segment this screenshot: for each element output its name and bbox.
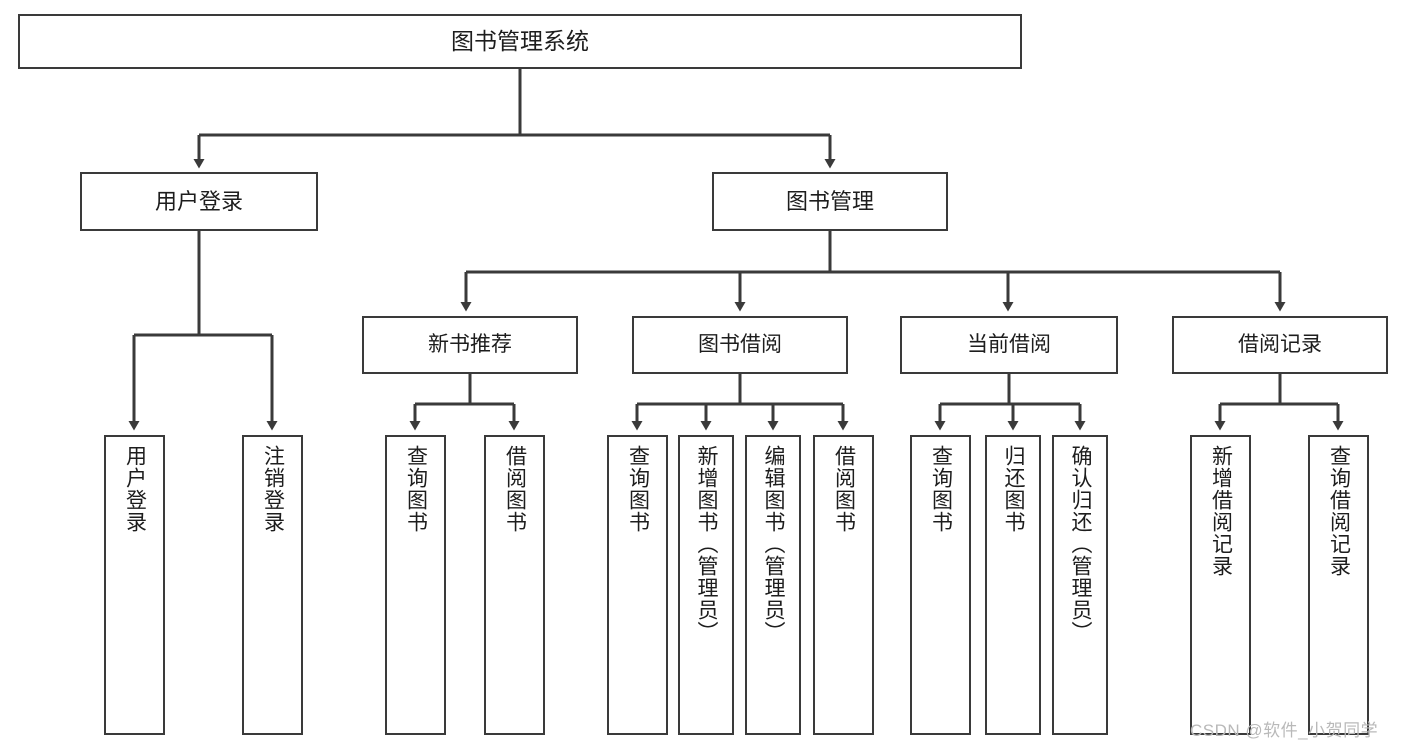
leaf-node[interactable]: 编辑图书（管理员）: [745, 435, 801, 735]
leaf-node[interactable]: 借阅图书: [813, 435, 874, 735]
leaf-node[interactable]: 注销登录: [242, 435, 303, 735]
leaf-label: 查询图书: [929, 445, 953, 533]
leaf-node[interactable]: 归还图书: [985, 435, 1041, 735]
leaf-label: 新增图书（管理员）: [695, 445, 719, 643]
leaf-node[interactable]: 新增图书（管理员）: [678, 435, 734, 735]
leaf-node[interactable]: 查询图书: [385, 435, 446, 735]
leaf-label: 新增借阅记录: [1209, 445, 1233, 577]
node-new-book-recommendation-label: 新书推荐: [428, 332, 512, 356]
leaf-label: 用户登录: [123, 445, 147, 533]
node-root[interactable]: 图书管理系统: [18, 14, 1022, 69]
leaf-label: 确认归还（管理员）: [1069, 445, 1093, 643]
leaf-node[interactable]: 确认归还（管理员）: [1052, 435, 1108, 735]
leaf-label: 查询借阅记录: [1327, 445, 1351, 577]
leaf-label: 查询图书: [404, 445, 428, 533]
node-borrow-records[interactable]: 借阅记录: [1172, 316, 1388, 374]
leaf-node[interactable]: 查询图书: [910, 435, 971, 735]
leaf-label: 查询图书: [626, 445, 650, 533]
watermark: CSDN @软件_小贺同学: [1190, 721, 1379, 740]
node-root-label: 图书管理系统: [451, 27, 589, 54]
node-book-management[interactable]: 图书管理: [712, 172, 948, 231]
node-new-book-recommendation[interactable]: 新书推荐: [362, 316, 578, 374]
leaf-label: 借阅图书: [832, 445, 856, 533]
leaf-label: 借阅图书: [503, 445, 527, 533]
node-current-borrowing-label: 当前借阅: [967, 332, 1051, 356]
leaf-node[interactable]: 用户登录: [104, 435, 165, 735]
node-borrow-records-label: 借阅记录: [1238, 332, 1322, 356]
leaf-label: 归还图书: [1002, 445, 1026, 533]
leaf-label: 注销登录: [261, 445, 285, 533]
leaf-node[interactable]: 查询图书: [607, 435, 668, 735]
leaf-node[interactable]: 新增借阅记录: [1190, 435, 1251, 735]
node-book-borrowing[interactable]: 图书借阅: [632, 316, 848, 374]
leaf-node[interactable]: 借阅图书: [484, 435, 545, 735]
node-current-borrowing[interactable]: 当前借阅: [900, 316, 1118, 374]
node-user-login[interactable]: 用户登录: [80, 172, 318, 231]
node-user-login-label: 用户登录: [154, 188, 243, 214]
node-book-borrowing-label: 图书借阅: [698, 332, 782, 356]
leaf-label: 编辑图书（管理员）: [762, 445, 786, 643]
node-book-management-label: 图书管理: [785, 188, 874, 214]
leaf-node[interactable]: 查询借阅记录: [1308, 435, 1369, 735]
